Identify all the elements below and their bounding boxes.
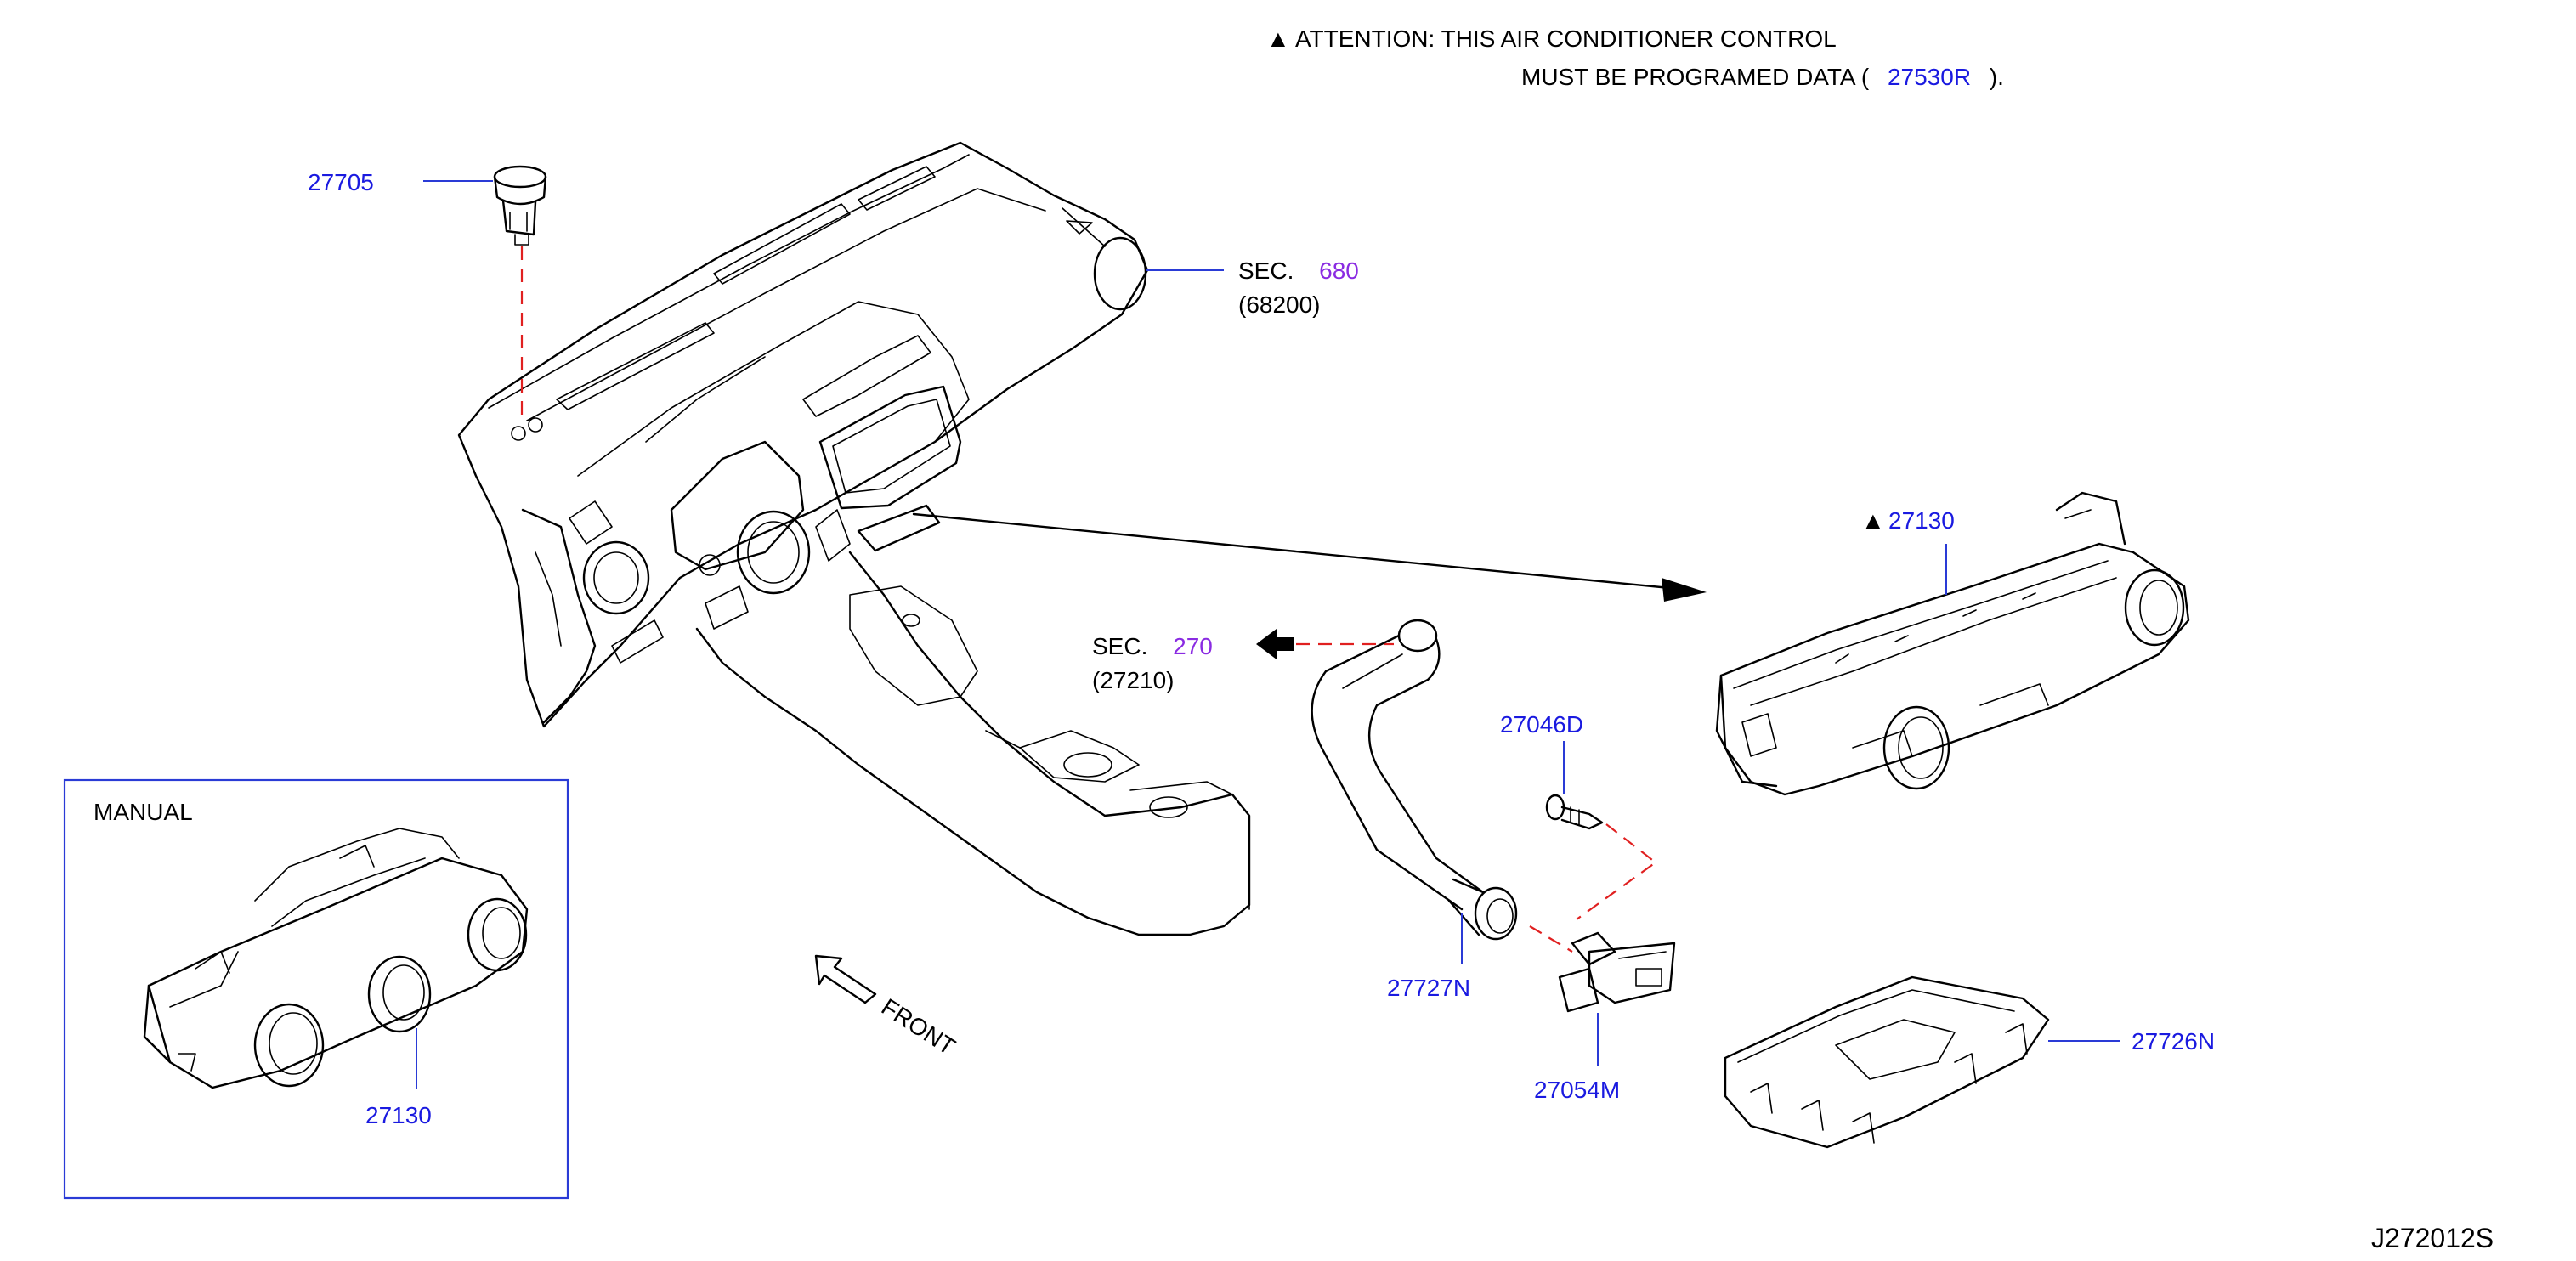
clip-27705: 27705 <box>308 165 547 418</box>
climate-control-unit-27130: ▲ 27130 <box>1715 491 2190 796</box>
callout-arrow <box>912 512 1707 602</box>
attention-ref-27530R[interactable]: 27530R <box>1888 64 1971 90</box>
sec-680-label: SEC. <box>1238 257 1294 284</box>
dashboard-illustration <box>457 141 1251 936</box>
part-label-27130-top[interactable]: 27130 <box>1888 507 1955 534</box>
clip-27046D: 27046D <box>1500 711 1657 920</box>
sec-680-ref: (68200) <box>1238 291 1321 318</box>
sec-270-ref: (27210) <box>1092 667 1175 693</box>
attention-line-2: MUST BE PROGRAMED DATA ( 27530R ). <box>1521 64 2004 90</box>
front-arrow-icon <box>814 954 877 1004</box>
attention-note: ▲ ATTENTION: THIS AIR CONDITIONER CONTRO… <box>1266 25 2004 90</box>
module-27726N: 27726N <box>1724 975 2215 1149</box>
sec-680-number[interactable]: 680 <box>1319 257 1359 284</box>
front-label: FRONT <box>877 993 960 1060</box>
attention-line-2-suffix: ). <box>1990 64 2004 90</box>
svg-text:SEC. 680: SEC. 680 <box>1238 257 1359 284</box>
sensor-27054M: 27054M <box>1529 925 1676 1103</box>
part-label-27727N[interactable]: 27727N <box>1387 975 1470 1001</box>
sec-680-callout: SEC. 680 (68200) <box>1146 257 1359 318</box>
part-label-27726N[interactable]: 27726N <box>2132 1028 2215 1055</box>
attention-line-2-prefix: MUST BE PROGRAMED DATA ( <box>1521 64 1870 90</box>
sec-270-callout: SEC. 270 (27210) <box>1092 629 1394 693</box>
manual-variant-box: MANUAL 27130 <box>63 778 569 1200</box>
aspirator-duct-27727N: 27727N <box>1311 619 1518 1001</box>
part-label-27054M[interactable]: 27054M <box>1534 1077 1620 1103</box>
manual-box-label: MANUAL <box>93 799 193 825</box>
diagram-id: J272012S <box>2371 1223 2494 1253</box>
part-mark-27130-top: ▲ <box>1861 507 1885 534</box>
front-indicator: FRONT <box>814 954 960 1060</box>
sec-270-label: SEC. <box>1092 633 1147 659</box>
svg-text:SEC. 270: SEC. 270 <box>1092 633 1213 659</box>
part-label-27705[interactable]: 27705 <box>308 169 374 195</box>
sec-270-number[interactable]: 270 <box>1173 633 1213 659</box>
part-label-27046D[interactable]: 27046D <box>1500 711 1583 738</box>
attention-line-1: ▲ ATTENTION: THIS AIR CONDITIONER CONTRO… <box>1266 25 1837 52</box>
sec-270-arrow-icon <box>1256 629 1294 659</box>
part-label-27130-manual[interactable]: 27130 <box>365 1102 432 1128</box>
